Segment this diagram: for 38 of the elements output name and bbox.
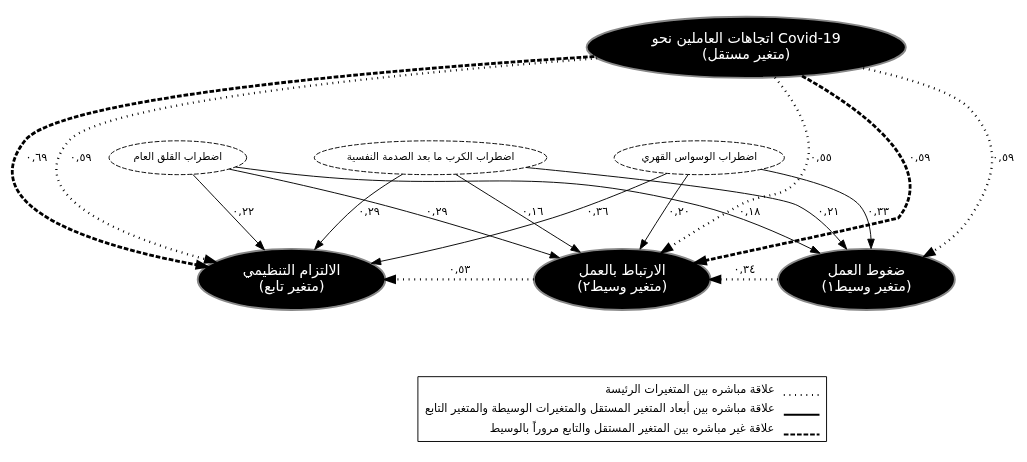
edge-label: ٠,٣٦: [586, 204, 609, 218]
edge-label: ٠,٥٩: [992, 150, 1015, 164]
edge-label: ٠,٢٩: [358, 204, 380, 218]
node-ellipse: اضطراب القلق العام: [108, 140, 248, 176]
edge-label: ٠,٢٠: [668, 204, 690, 218]
arrow: [862, 67, 994, 259]
legend-label: علاقة مباشره بين المتغيرات الرئيسة: [605, 382, 775, 396]
edge-label: ٠,٢١: [817, 204, 840, 218]
arrow: [691, 74, 912, 266]
arrow: [639, 174, 689, 250]
edge-label: ٠,٥٩: [908, 150, 931, 164]
arrow: [370, 172, 668, 266]
arrow: [525, 167, 848, 250]
legend-label: علاقة مباشره بين أبعاد المتغير المستقل والمتغيرات الوسيطة والمتغير التابع: [424, 402, 775, 416]
arrow: [228, 168, 560, 259]
edge-label: ٠,٢٢: [232, 204, 255, 218]
arrow: [659, 76, 810, 254]
node-ellipse: اضطراب الكرب ما بعد الصدمة النفسية: [313, 140, 548, 176]
edge-label: ٠,٢٩: [425, 204, 448, 218]
arrow: [455, 173, 581, 253]
node-ellipse: اضطراب الوسواس القهري: [613, 140, 785, 176]
node-ellipse: الارتباط بالعمل (متغير وسيط٢): [532, 247, 712, 311]
edge-label: ٠,٣٣: [867, 204, 890, 218]
arrow: [707, 274, 778, 285]
node-ellipse: اتجاهات العاملين نحو Covid-19 (متغير مستقل): [585, 15, 907, 79]
edge-label: ٠,٥٥: [810, 150, 832, 164]
edge-label: ٠,١٨: [738, 204, 761, 218]
edge-label: ٠,١٦: [521, 204, 544, 218]
edge-label: ٠,٣٤: [733, 263, 756, 277]
edge-label: ٠,٥٣: [448, 263, 471, 277]
legend-label: علاقة غير مباشره بين المتغير المستقل والتابع مروراً بالوسيط: [489, 422, 775, 436]
arrow: [760, 168, 875, 250]
arrow: [314, 173, 404, 250]
edge-label: ٠,٦٩: [25, 150, 48, 164]
arrow: [234, 166, 821, 254]
arrow: [192, 173, 265, 251]
edge-label: ٠,٥٩: [69, 150, 92, 164]
arrow: [381, 274, 534, 285]
